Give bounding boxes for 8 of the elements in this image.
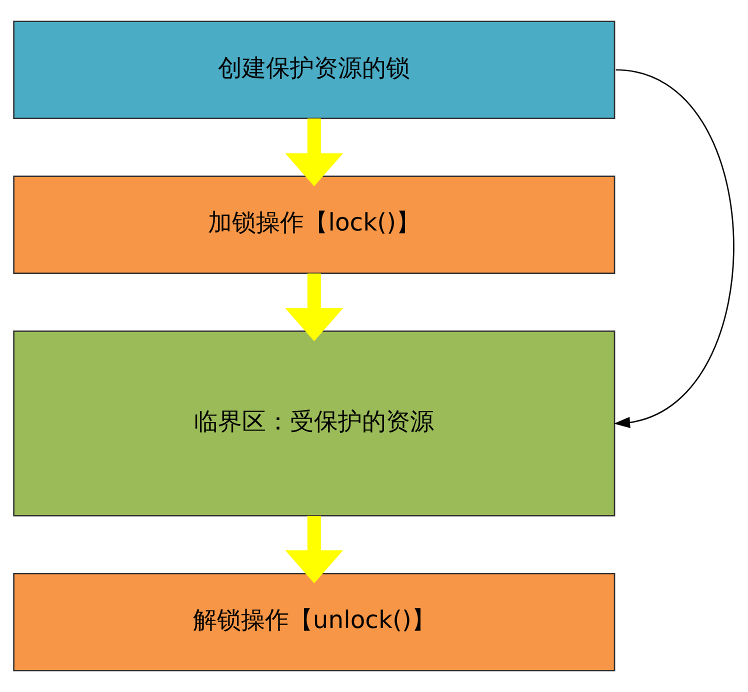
node-box: 创建保护资源的锁 [13,20,616,120]
arrow [285,516,344,584]
arrow [285,274,344,342]
arrow [614,69,734,428]
node-box: 加锁操作【lock()】 [13,176,616,274]
arrow [285,118,344,186]
node-box: 解锁操作【unlock()】 [13,572,616,672]
node-box: 临界区：受保护的资源 [13,330,616,516]
